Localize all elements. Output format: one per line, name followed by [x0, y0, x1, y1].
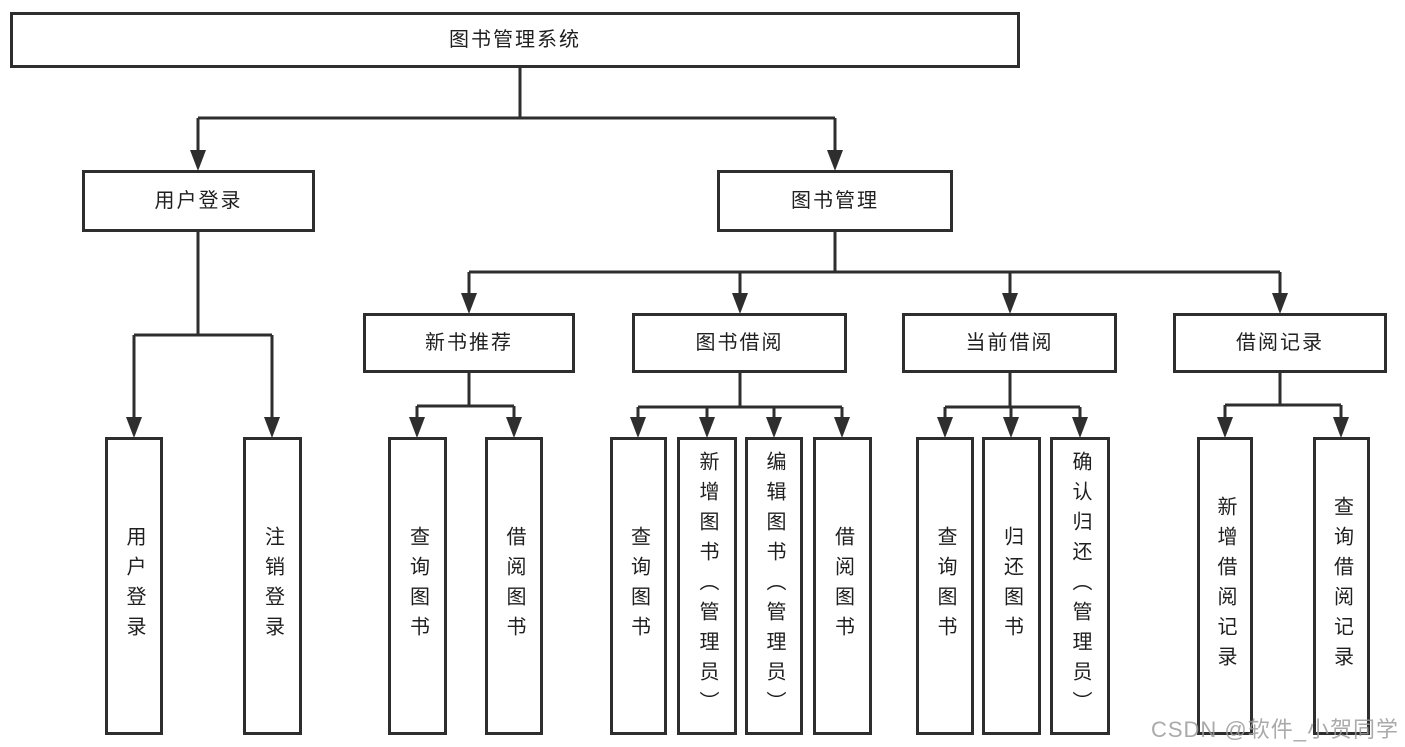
arrow-down-icon: [699, 417, 715, 438]
node-add-borrow-record: 新增借阅记录: [1197, 437, 1253, 735]
arrow-down-icon: [1002, 293, 1018, 314]
connector-book-management-arrowheads: [461, 293, 1288, 314]
connector-book-borrowing: [636, 373, 844, 420]
node-return-books: 归还图书: [982, 437, 1041, 735]
connector-new-book-recommend-arrowheads: [409, 417, 522, 438]
connector-user-login-arrowheads: [126, 417, 280, 438]
arrow-down-icon: [409, 417, 425, 438]
node-book-borrowing: 图书借阅: [632, 313, 847, 373]
node-query-books-cb: 查询图书: [916, 437, 974, 735]
arrow-down-icon: [834, 417, 850, 438]
arrow-down-icon: [506, 417, 522, 438]
connector-book-borrowing-arrowheads: [630, 417, 850, 438]
arrow-down-icon: [264, 417, 280, 438]
node-book-management: 图书管理: [717, 170, 953, 232]
arrow-down-icon: [1333, 417, 1349, 438]
node-confirm-return-admin: 确认归还（管理员）: [1050, 437, 1110, 735]
connector-current-borrowing: [943, 373, 1082, 420]
arrow-down-icon: [1217, 417, 1233, 438]
node-add-book-admin: 新增图书（管理员）: [677, 437, 737, 735]
node-user-login-action: 用户登录: [105, 437, 163, 735]
arrow-down-icon: [732, 293, 748, 314]
node-query-books-bb: 查询图书: [610, 437, 667, 735]
arrow-down-icon: [461, 293, 477, 314]
arrow-down-icon: [190, 150, 206, 171]
node-borrow-books-nb: 借阅图书: [485, 437, 543, 735]
connector-borrowing-records-arrowheads: [1217, 417, 1349, 438]
node-library-management-system: 图书管理系统: [10, 12, 1020, 68]
connector-current-borrowing-arrowheads: [937, 417, 1088, 438]
connector-borrowing-records: [1223, 373, 1343, 420]
node-user-login: 用户登录: [82, 170, 315, 232]
arrow-down-icon: [1003, 417, 1019, 438]
node-borrowing-records: 借阅记录: [1173, 313, 1387, 373]
node-current-borrowing: 当前借阅: [902, 313, 1117, 373]
arrow-down-icon: [1272, 293, 1288, 314]
arrow-down-icon: [630, 417, 646, 438]
arrow-down-icon: [766, 417, 782, 438]
arrow-down-icon: [937, 417, 953, 438]
arrow-down-icon: [827, 150, 843, 171]
node-query-borrow-record: 查询借阅记录: [1313, 437, 1370, 735]
arrow-down-icon: [126, 417, 142, 438]
arrow-down-icon: [1072, 417, 1088, 438]
connector-user-login: [132, 232, 274, 420]
connector-root: [196, 68, 837, 153]
connector-new-book-recommend: [415, 373, 516, 420]
node-query-books-nb: 查询图书: [388, 437, 447, 735]
node-new-book-recommend: 新书推荐: [363, 313, 575, 373]
node-logout: 注销登录: [243, 437, 302, 735]
node-edit-book-admin: 编辑图书（管理员）: [745, 437, 803, 735]
connector-book-management: [467, 232, 1282, 296]
node-borrow-books-bb: 借阅图书: [813, 437, 872, 735]
connector-root-arrowheads: [190, 150, 843, 171]
